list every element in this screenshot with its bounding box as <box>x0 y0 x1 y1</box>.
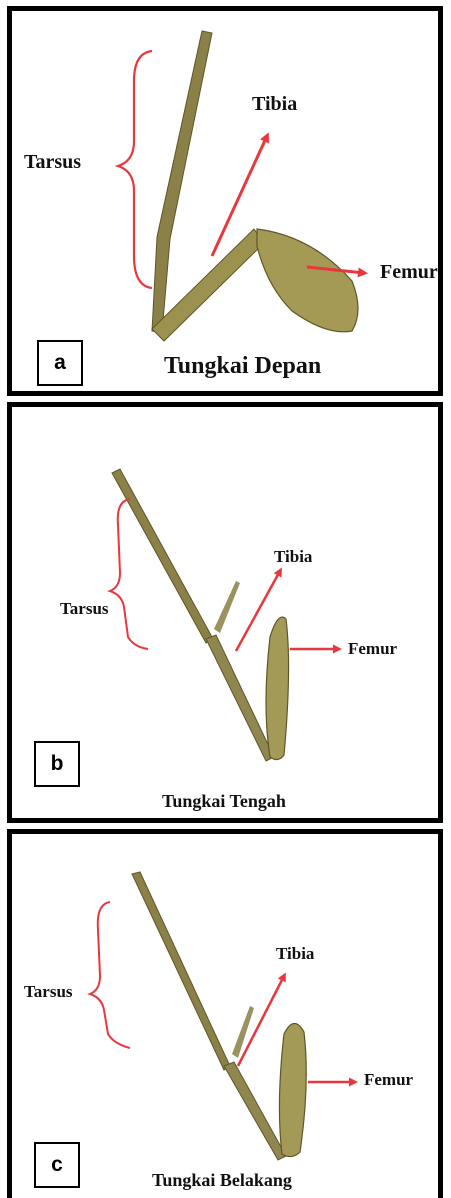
femur-segment <box>279 1023 306 1156</box>
tibia-label: Tibia <box>274 547 312 567</box>
front-leg-figure <box>12 11 438 391</box>
panel-front-leg: Tarsus Tibia Femur a Tungkai Depan <box>7 6 443 396</box>
panel-letter: a <box>37 340 83 386</box>
femur-segment <box>257 229 358 332</box>
tarsus-brace <box>90 902 130 1048</box>
tibia-segment <box>206 635 274 761</box>
femur-label: Femur <box>380 261 438 284</box>
panel-caption: Tungkai Depan <box>164 353 321 380</box>
tibia-label: Tibia <box>252 93 297 116</box>
tarsus-label: Tarsus <box>24 151 81 174</box>
panel-letter: c <box>34 1142 80 1188</box>
panel-letter: b <box>34 741 80 787</box>
panel-caption: Tungkai Belakang <box>152 1170 292 1191</box>
tarsus-segment <box>132 872 230 1070</box>
tarsus-brace <box>118 51 152 288</box>
tarsus-label: Tarsus <box>24 982 73 1002</box>
spur <box>214 581 240 633</box>
femur-label: Femur <box>348 639 397 659</box>
femur-label: Femur <box>364 1070 413 1090</box>
tarsus-label: Tarsus <box>60 599 109 619</box>
panel-caption: Tungkai Tengah <box>162 791 286 812</box>
panel-hind-leg: Tarsus Tibia Femur c Tungkai Belakang <box>7 829 443 1198</box>
spur <box>232 1006 254 1058</box>
tibia-label: Tibia <box>276 944 314 964</box>
tibia-segment <box>224 1062 286 1160</box>
tarsus-segment <box>112 469 212 643</box>
femur-segment <box>266 617 289 759</box>
panel-middle-leg: Tarsus Tibia Femur b Tungkai Tengah <box>7 402 443 823</box>
